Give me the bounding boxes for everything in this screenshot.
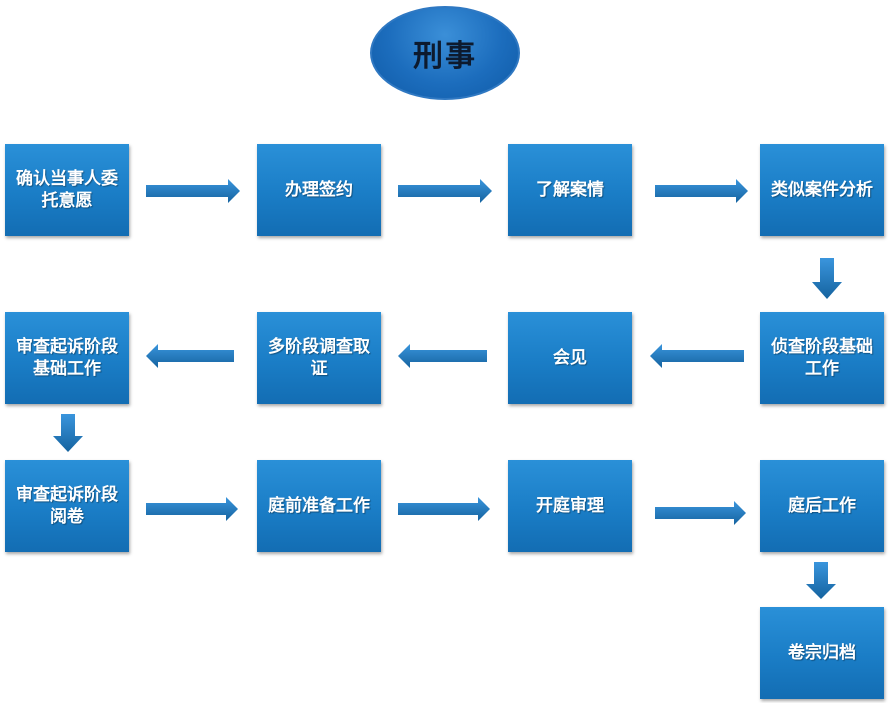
step-label: 类似案件分析 (771, 180, 873, 200)
step-pretrial-preparation: 庭前准备工作 (257, 460, 381, 552)
step-label: 了解案情 (536, 180, 604, 200)
step-label: 庭后工作 (788, 496, 856, 516)
step-understand-case: 了解案情 (508, 144, 632, 236)
step-file-archiving: 卷宗归档 (760, 607, 884, 699)
arrow-left-icon (146, 344, 234, 368)
diagram-title: 刑事 (413, 39, 477, 74)
step-prosecution-review-basic: 审查起诉阶段基础工作 (5, 312, 129, 404)
step-confirm-entrustment: 确认当事人委托意愿 (5, 144, 129, 236)
arrow-right-icon (398, 497, 490, 521)
arrow-right-icon (146, 497, 238, 521)
step-label: 开庭审理 (536, 496, 604, 516)
step-label: 会见 (553, 348, 587, 368)
step-label: 侦查阶段基础工作 (771, 337, 873, 379)
step-label: 办理签约 (285, 180, 353, 200)
arrow-right-icon (655, 501, 746, 525)
arrow-right-icon (655, 179, 748, 203)
step-label: 多阶段调查取证 (268, 337, 370, 379)
step-label: 确认当事人委托意愿 (16, 169, 118, 211)
step-label: 庭前准备工作 (268, 496, 370, 516)
step-multi-stage-evidence: 多阶段调查取证 (257, 312, 381, 404)
arrow-down-icon (53, 414, 83, 452)
step-prosecution-review-files: 审查起诉阶段阅卷 (5, 460, 129, 552)
step-label: 卷宗归档 (788, 643, 856, 663)
arrow-left-icon (398, 344, 487, 368)
step-investigation-basic-work: 侦查阶段基础工作 (760, 312, 884, 404)
step-similar-case-analysis: 类似案件分析 (760, 144, 884, 236)
arrow-right-icon (146, 179, 240, 203)
arrow-down-icon (812, 258, 842, 299)
step-label: 审查起诉阶段阅卷 (16, 485, 118, 527)
title-oval: 刑事 (370, 6, 520, 100)
step-label: 审查起诉阶段基础工作 (16, 337, 118, 379)
arrow-down-icon (806, 562, 836, 599)
step-court-trial: 开庭审理 (508, 460, 632, 552)
step-post-trial-work: 庭后工作 (760, 460, 884, 552)
arrow-right-icon (398, 179, 492, 203)
arrow-left-icon (650, 344, 744, 368)
step-meeting: 会见 (508, 312, 632, 404)
step-sign-contract: 办理签约 (257, 144, 381, 236)
